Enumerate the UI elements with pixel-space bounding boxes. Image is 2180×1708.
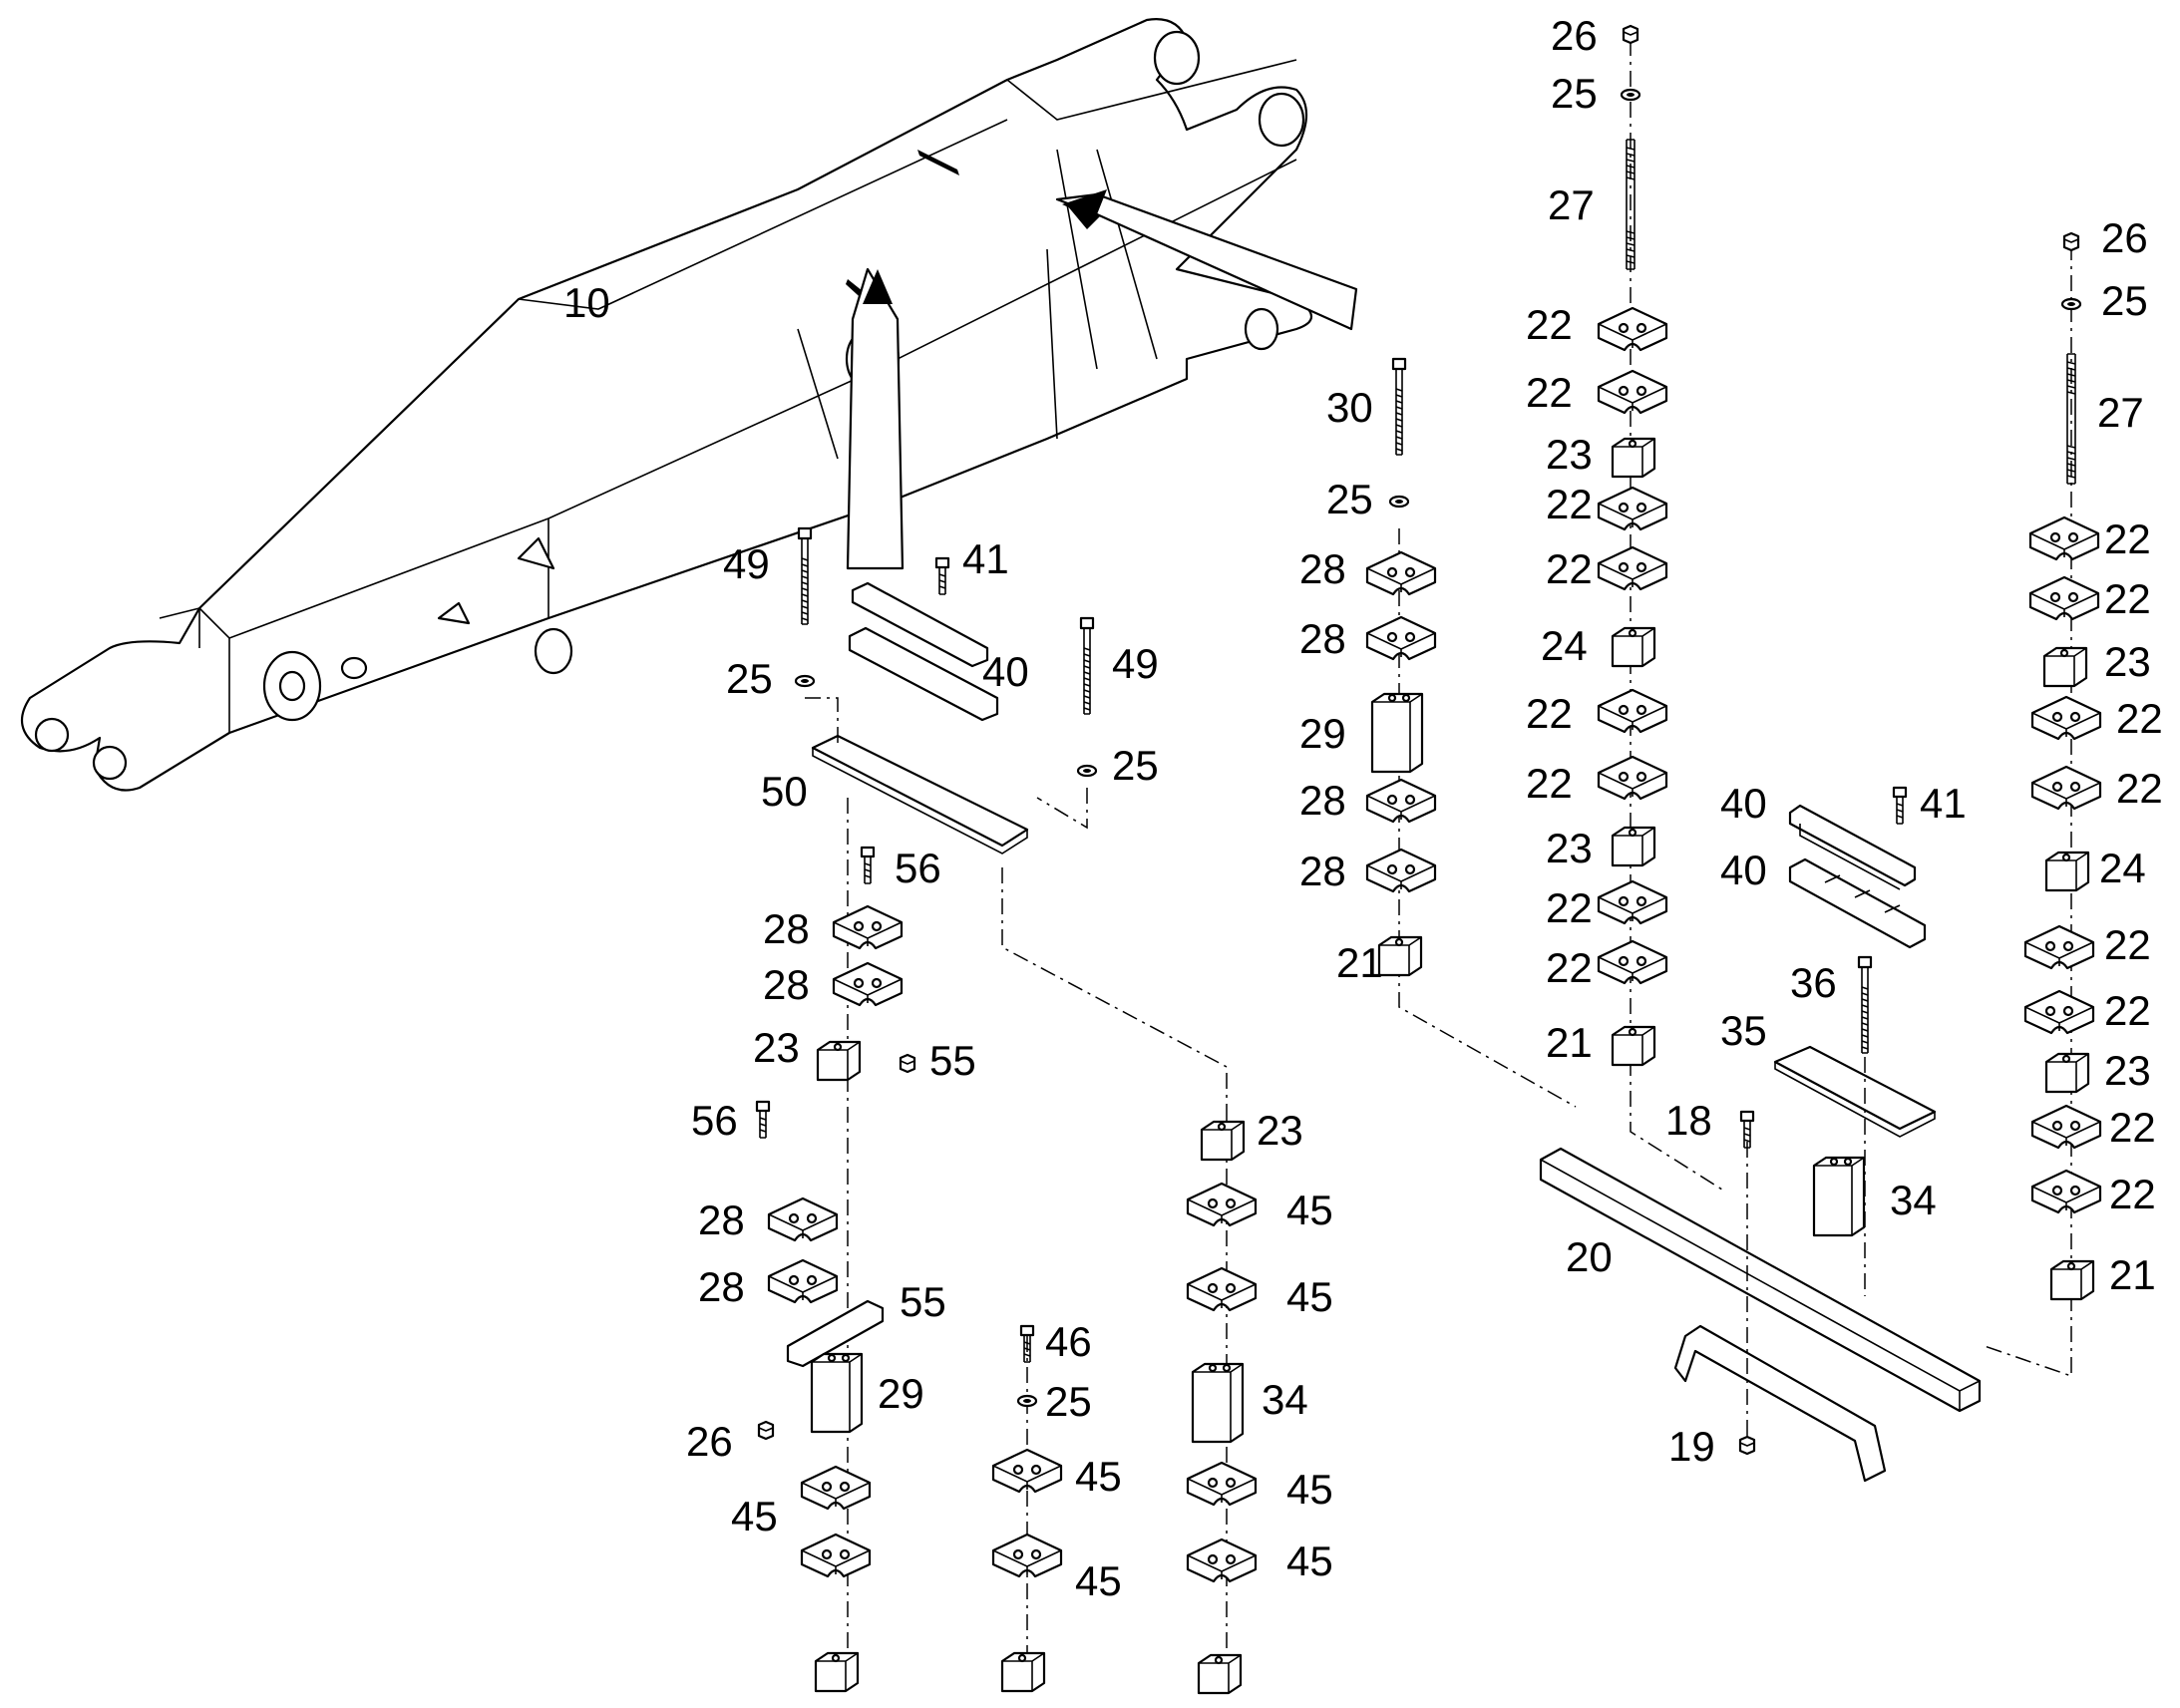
- part-labels: 10 26 25 27 22 22 23 22 22 24 22 22 23 2…: [563, 12, 2163, 1604]
- label-28: 28: [1299, 615, 1346, 662]
- label-22: 22: [1546, 944, 1593, 991]
- stack-column-d: [755, 798, 916, 1693]
- label-49: 49: [723, 540, 770, 587]
- label-22: 22: [1546, 884, 1593, 931]
- label-50: 50: [761, 768, 808, 815]
- label-25: 25: [1045, 1378, 1092, 1425]
- label-22: 22: [2104, 575, 2151, 622]
- label-22: 22: [1546, 545, 1593, 592]
- label-26: 26: [1551, 12, 1598, 59]
- label-23: 23: [2104, 638, 2151, 685]
- label-21: 21: [1336, 939, 1383, 986]
- label-49: 49: [1112, 640, 1159, 687]
- label-30: 30: [1326, 384, 1373, 431]
- label-22: 22: [1526, 369, 1573, 416]
- stack-column-b: [1984, 231, 2102, 1378]
- label-10: 10: [563, 279, 610, 326]
- label-40: 40: [982, 648, 1029, 695]
- label-34: 34: [1262, 1376, 1308, 1423]
- label-55: 55: [929, 1037, 976, 1084]
- boom-assembly: [20, 18, 1358, 792]
- label-22: 22: [2104, 987, 2151, 1034]
- label-22: 22: [2109, 1171, 2156, 1217]
- label-46: 46: [1045, 1318, 1092, 1365]
- label-27: 27: [2097, 389, 2144, 436]
- label-20: 20: [1566, 1233, 1613, 1280]
- label-25: 25: [1112, 742, 1159, 789]
- label-23: 23: [1546, 825, 1593, 871]
- label-25: 25: [1551, 70, 1598, 117]
- stack-column-c: [1365, 357, 1577, 1108]
- label-23: 23: [2104, 1047, 2151, 1094]
- label-40: 40: [1720, 780, 1767, 827]
- label-28: 28: [763, 905, 810, 952]
- label-22: 22: [1526, 690, 1573, 737]
- label-22: 22: [1526, 301, 1573, 348]
- label-35: 35: [1720, 1007, 1767, 1054]
- label-56: 56: [895, 845, 941, 891]
- stack-column-a: [1597, 24, 1726, 1193]
- label-45: 45: [1075, 1557, 1122, 1604]
- label-21: 21: [1546, 1019, 1593, 1066]
- label-34: 34: [1890, 1177, 1937, 1223]
- label-28: 28: [1299, 545, 1346, 592]
- label-45: 45: [1286, 1187, 1333, 1233]
- label-25: 25: [1326, 476, 1373, 522]
- label-23: 23: [1257, 1107, 1303, 1154]
- label-22: 22: [2104, 921, 2151, 968]
- label-29: 29: [1299, 710, 1346, 757]
- label-36: 36: [1790, 959, 1837, 1006]
- label-28: 28: [763, 961, 810, 1008]
- label-18: 18: [1665, 1097, 1712, 1144]
- label-45: 45: [1286, 1537, 1333, 1584]
- label-24: 24: [2099, 845, 2146, 891]
- label-29: 29: [878, 1370, 924, 1417]
- stack-column-f: [1186, 1107, 1258, 1695]
- plate-group-left: [794, 526, 1228, 1107]
- label-45: 45: [1286, 1466, 1333, 1513]
- label-24: 24: [1541, 622, 1588, 669]
- label-22: 22: [2109, 1104, 2156, 1151]
- label-40: 40: [1720, 847, 1767, 893]
- label-22: 22: [2116, 695, 2163, 742]
- label-22: 22: [1526, 760, 1573, 807]
- label-28: 28: [698, 1196, 745, 1243]
- label-26: 26: [2101, 214, 2148, 261]
- plate-group-right: [1539, 786, 1982, 1483]
- label-55: 55: [900, 1278, 946, 1325]
- label-28: 28: [1299, 848, 1346, 894]
- label-27: 27: [1548, 181, 1595, 228]
- label-25: 25: [2101, 277, 2148, 324]
- label-41: 41: [962, 535, 1009, 582]
- label-28: 28: [1299, 777, 1346, 824]
- label-21: 21: [2109, 1251, 2156, 1298]
- label-22: 22: [1546, 481, 1593, 527]
- label-25: 25: [726, 655, 773, 702]
- label-19: 19: [1668, 1423, 1715, 1470]
- label-23: 23: [1546, 431, 1593, 478]
- label-22: 22: [2104, 515, 2151, 562]
- stack-column-e: [991, 1324, 1063, 1693]
- label-23: 23: [753, 1024, 800, 1071]
- label-26: 26: [686, 1418, 733, 1465]
- label-22: 22: [2116, 765, 2163, 812]
- label-41: 41: [1920, 780, 1967, 827]
- label-45: 45: [1075, 1453, 1122, 1500]
- label-28: 28: [698, 1263, 745, 1310]
- label-45: 45: [1286, 1273, 1333, 1320]
- label-45: 45: [731, 1493, 778, 1539]
- label-56: 56: [691, 1097, 738, 1144]
